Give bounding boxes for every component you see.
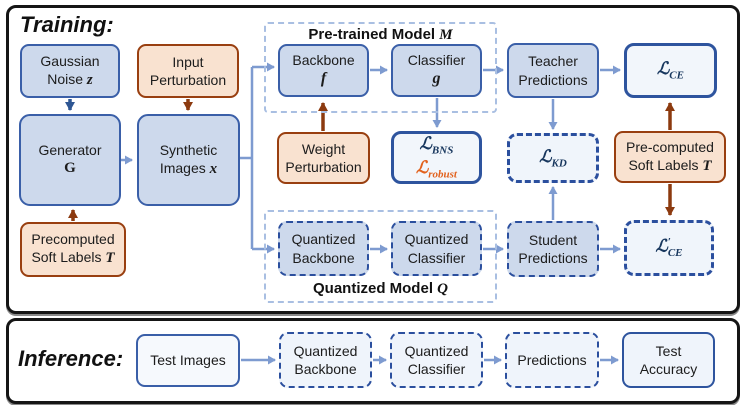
symbol-Q: Q — [437, 281, 448, 297]
symbol-M: M — [439, 27, 453, 43]
symbol-T: T — [105, 250, 115, 267]
synthetic-images-box: Synthetic Images x — [137, 114, 240, 206]
pretrained-model-container: Pre-trained Model M — [264, 22, 497, 113]
symbol-G: G — [64, 160, 76, 177]
precomputed-soft-labels-box: Precomputed Soft Labels T — [20, 222, 126, 277]
loss-bns-label: ℒBNS — [419, 134, 454, 157]
precomputed-soft-labels-right-box: Pre-computed Soft Labels T — [614, 131, 726, 183]
generator-box: Generator G — [19, 114, 121, 206]
quantized-model-label: Quantized Model Q — [312, 280, 448, 297]
input-perturbation-box: Input Perturbation — [137, 44, 239, 98]
backbone-box: Backbone f — [278, 44, 369, 97]
quantized-backbone-box: Quantized Backbone — [278, 221, 369, 276]
weight-perturbation-box: Weight Perturbation — [277, 132, 370, 184]
loss-ce-prime-label: ℒ′CE — [655, 236, 683, 260]
quantized-classifier-inference-box: Quantized Classifier — [390, 332, 483, 388]
loss-bns-robust-box: ℒBNS ℒrobust — [391, 131, 482, 184]
inference-section-label: Inference: — [18, 346, 124, 371]
loss-ce-prime-box: ℒ′CE — [624, 220, 714, 276]
quantized-model-container: Quantized Model Q — [264, 210, 497, 303]
symbol-f: f — [320, 70, 327, 88]
test-images-box: Test Images — [136, 334, 240, 387]
predictions-inference-box: Predictions — [505, 332, 599, 388]
student-predictions-box: Student Predictions — [507, 221, 599, 277]
symbol-T-right: T — [702, 157, 712, 174]
loss-robust-label: ℒrobust — [416, 157, 457, 180]
symbol-g: g — [432, 70, 441, 88]
symbol-z: z — [86, 71, 93, 88]
teacher-predictions-box: Teacher Predictions — [507, 43, 599, 98]
pretrained-model-label: Pre-trained Model M — [308, 26, 453, 43]
training-section-label: Training: — [20, 12, 114, 37]
classifier-box: Classifier g — [391, 44, 482, 97]
loss-kd-label: ℒKD — [539, 146, 567, 170]
loss-ce-label: ℒCE — [657, 59, 684, 82]
symbol-x: x — [209, 160, 218, 177]
quantized-backbone-inference-box: Quantized Backbone — [279, 332, 372, 388]
gaussian-noise-box: Gaussian Noise z — [20, 44, 120, 98]
quantized-classifier-box: Quantized Classifier — [391, 221, 482, 276]
loss-ce-box: ℒCE — [624, 43, 717, 98]
loss-kd-box: ℒKD — [507, 133, 599, 183]
test-accuracy-box: Test Accuracy — [622, 332, 715, 388]
